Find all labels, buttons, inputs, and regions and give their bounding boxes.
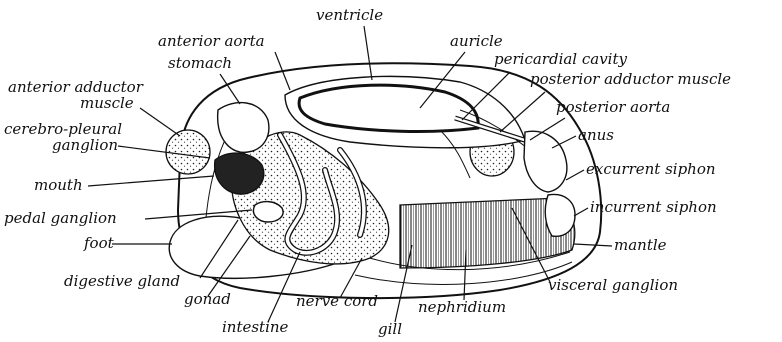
labels: ventricle anterior aorta auricle pericar… [4,6,731,338]
leader-anterior-adductor [140,108,180,136]
label-cerebro-pleural-line2: ganglion [52,136,118,154]
label-mouth: mouth [34,176,83,194]
label-pedal-ganglion: pedal ganglion [4,209,117,227]
label-mantle: mantle [614,236,667,254]
label-excurrent-siphon: excurrent siphon [586,160,716,178]
label-gonad: gonad [184,290,231,308]
label-anus: anus [578,126,614,144]
leader-ventricle [364,26,372,80]
label-digestive-gland: digestive gland [64,272,180,290]
label-incurrent-siphon: incurrent siphon [590,198,717,216]
label-visceral-ganglion: visceral ganglion [548,276,678,294]
leader-mantle [574,244,612,246]
label-auricle: auricle [450,32,503,50]
label-gill: gill [378,320,402,338]
label-nephridium: nephridium [418,298,506,316]
label-posterior-aorta: posterior aorta [556,98,670,116]
leader-incurrent-siphon [574,208,588,216]
label-anterior-adductor-line2: muscle [80,94,134,112]
leader-stomach [220,74,240,104]
label-anterior-aorta: anterior aorta [158,32,265,50]
label-stomach: stomach [168,54,232,72]
anterior-adductor-muscle [166,130,210,174]
leader-mouth [88,176,214,186]
label-pericardial-cavity: pericardial cavity [494,50,628,68]
label-intestine: intestine [222,318,289,336]
stomach [218,103,269,153]
label-foot: foot [83,234,115,252]
label-ventricle: ventricle [316,6,383,24]
label-posterior-adductor-muscle: posterior adductor muscle [530,70,731,88]
label-nerve-cord: nerve cord [296,292,378,310]
leader-excurrent-siphon [566,170,584,180]
